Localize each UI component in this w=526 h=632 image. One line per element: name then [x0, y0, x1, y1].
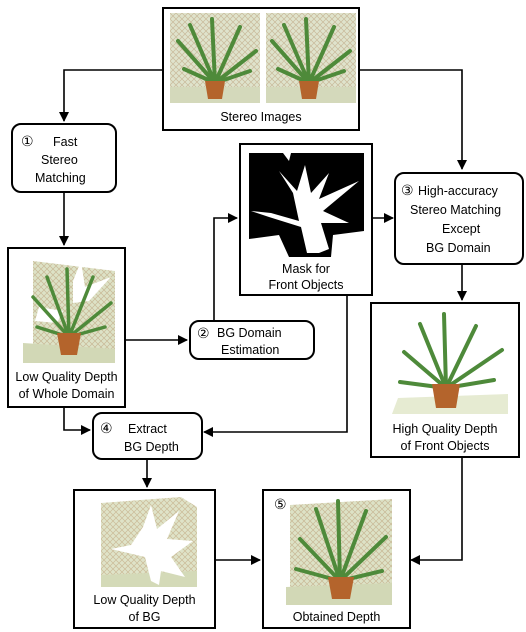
high-quality-front-line2: of Front Objects: [372, 438, 518, 454]
arrow-lowq-to-extract: [64, 408, 90, 430]
bg-domain-estimation-box: ② BG Domain Estimation: [189, 320, 315, 360]
high-accuracy-line4: BG Domain: [426, 240, 491, 256]
mask-box: Mask for Front Objects: [239, 143, 373, 296]
high-quality-front-line1: High Quality Depth: [372, 421, 518, 437]
fast-stereo-matching-box: ① Fast Stereo Matching: [11, 123, 117, 193]
low-quality-bg-image: [101, 497, 197, 587]
obtained-depth-box: ⑤ Obtained Depth: [262, 489, 411, 629]
arrow-stereo-to-fast: [64, 70, 162, 121]
low-quality-bg-box: Low Quality Depth of BG: [73, 489, 216, 629]
extract-bg-line1: Extract: [128, 421, 167, 437]
high-accuracy-matching-box: ③ High-accuracy Stereo Matching Except B…: [394, 172, 524, 265]
low-quality-whole-box: Low Quality Depth of Whole Domain: [7, 247, 126, 408]
obtained-depth-caption: Obtained Depth: [264, 609, 409, 625]
bg-estimation-line1: BG Domain: [217, 325, 282, 341]
low-quality-whole-line2: of Whole Domain: [9, 386, 124, 402]
stereo-images-box: Stereo Images: [162, 7, 360, 131]
fast-matching-line3: Matching: [35, 170, 86, 186]
step-5-number: ⑤: [274, 496, 287, 513]
extract-bg-line2: BG Depth: [124, 439, 179, 455]
fast-matching-line2: Stereo: [41, 152, 78, 168]
step-1-number: ①: [21, 133, 34, 150]
high-accuracy-line2: Stereo Matching: [410, 202, 501, 218]
arrow-stereo-to-high: [360, 70, 462, 169]
high-accuracy-line3: Except: [442, 221, 480, 237]
fast-matching-line1: Fast: [53, 134, 77, 150]
arrow-bgest-to-mask: [214, 218, 237, 320]
high-quality-front-image: [384, 310, 508, 414]
high-quality-front-box: High Quality Depth of Front Objects: [370, 302, 520, 458]
mask-image: [249, 153, 364, 257]
stereo-left-image: [170, 13, 260, 103]
step-2-number: ②: [197, 325, 210, 342]
arrow-hq-to-obtained: [411, 458, 462, 560]
arrow-mask-to-extract: [204, 296, 347, 432]
mask-caption-line2: Front Objects: [241, 277, 371, 293]
low-quality-bg-line2: of BG: [75, 609, 214, 625]
extract-bg-depth-box: ④ Extract BG Depth: [92, 412, 203, 460]
step-3-number: ③: [401, 182, 414, 199]
stereo-images-caption: Stereo Images: [164, 109, 358, 125]
stereo-right-image: [266, 13, 356, 103]
bg-estimation-line2: Estimation: [221, 342, 279, 358]
low-quality-whole-image: [23, 257, 115, 363]
low-quality-bg-line1: Low Quality Depth: [75, 592, 214, 608]
high-accuracy-line1: High-accuracy: [418, 183, 498, 199]
low-quality-whole-line1: Low Quality Depth: [9, 369, 124, 385]
obtained-depth-image: [286, 497, 392, 605]
step-4-number: ④: [100, 420, 113, 437]
mask-caption-line1: Mask for: [241, 261, 371, 277]
